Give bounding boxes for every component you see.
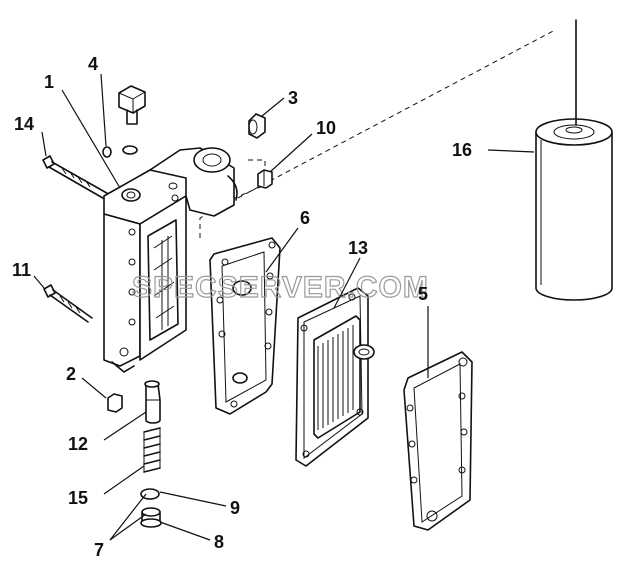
callout-13: 13 <box>348 238 368 258</box>
oil-cooler-housing <box>103 147 238 373</box>
pipe-plug <box>248 113 266 139</box>
core-gasket <box>403 351 473 531</box>
valve-plug <box>140 507 162 528</box>
oil-cooler-core <box>295 287 375 467</box>
callout-15: 15 <box>68 488 88 508</box>
callout-2: 2 <box>66 364 76 384</box>
hex-nut <box>107 393 123 413</box>
long-bolt <box>42 155 113 202</box>
callout-7: 7 <box>94 540 104 560</box>
callout-10: 10 <box>316 118 336 138</box>
callout-14: 14 <box>14 114 34 134</box>
callout-5: 5 <box>418 284 428 304</box>
sealing-washer <box>140 488 160 500</box>
callout-6: 6 <box>300 208 310 228</box>
cooler-gasket <box>209 237 281 415</box>
fitting <box>257 169 273 189</box>
leader-lines <box>33 73 535 541</box>
bolt <box>43 284 93 323</box>
callout-16: 16 <box>452 140 472 160</box>
callout-9: 9 <box>230 498 240 518</box>
oil-filter <box>535 19 613 301</box>
small-plug <box>102 146 112 158</box>
assembly-centerline <box>199 29 556 238</box>
valve-spring <box>143 427 161 473</box>
watermark: SPECSERVER.COM <box>132 271 429 304</box>
callout-11: 11 <box>12 260 31 280</box>
callout-12: 12 <box>68 434 88 454</box>
callout-8: 8 <box>214 532 224 552</box>
callout-4: 4 <box>88 54 98 74</box>
callout-3: 3 <box>288 88 298 108</box>
callout-1: 1 <box>44 72 54 92</box>
hex-bolt <box>118 85 146 155</box>
valve-piston <box>144 380 161 424</box>
